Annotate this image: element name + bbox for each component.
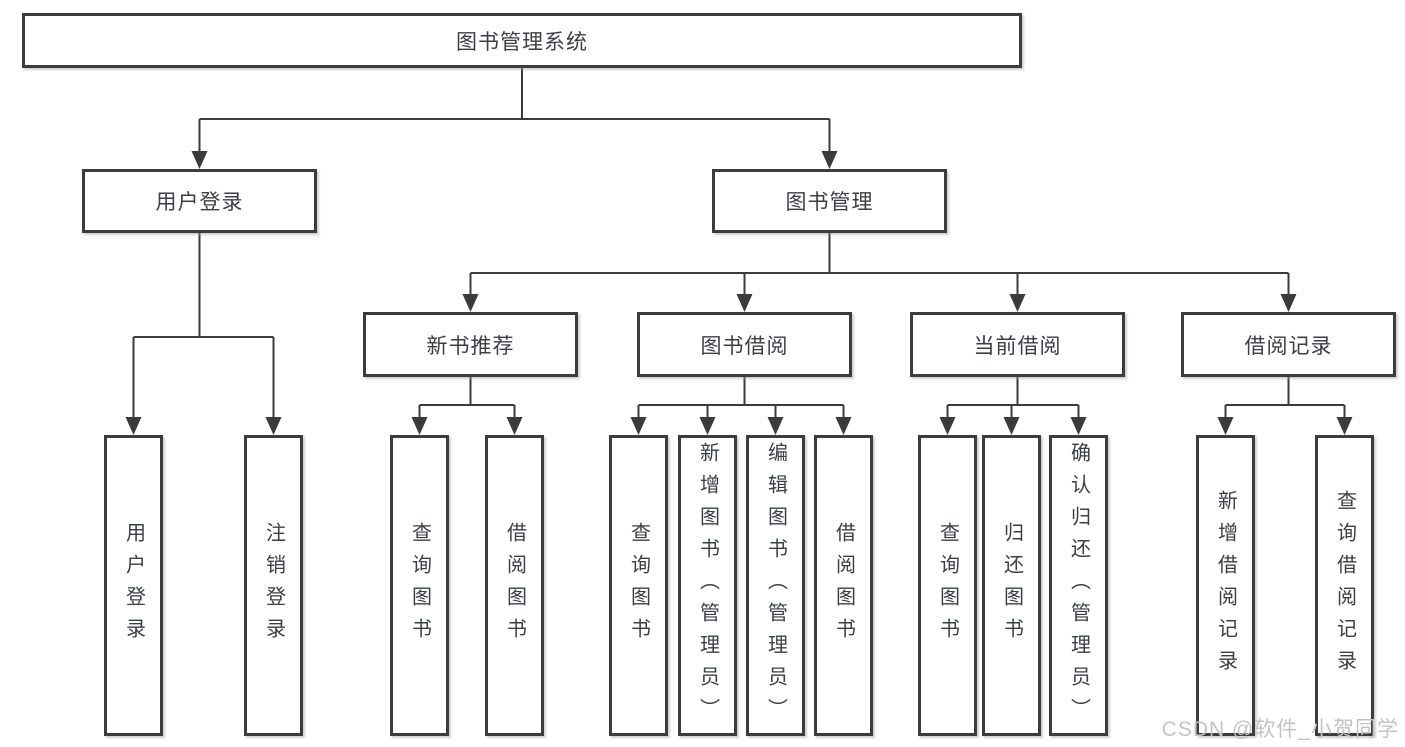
leaf-br-add-borrow-record-label: 新增借阅记录 xyxy=(1214,489,1237,682)
leaf-bb-query-book: 查询图书 xyxy=(609,435,668,736)
leaf-cb-confirm-return-admin: 确认归还（管理员） xyxy=(1049,435,1108,736)
leaf-br-query-borrow-record: 查询借阅记录 xyxy=(1315,435,1374,736)
leaf-nbr-query-book-label: 查询图书 xyxy=(408,521,431,650)
leaf-nbr-borrow-book-label: 借阅图书 xyxy=(503,521,526,650)
node-user-login: 用户登录 xyxy=(82,169,317,233)
leaf-cb-return-book: 归还图书 xyxy=(982,435,1041,736)
connector-lines xyxy=(132,68,1346,425)
node-root-label: 图书管理系统 xyxy=(456,30,588,54)
leaf-br-query-borrow-record-label: 查询借阅记录 xyxy=(1333,489,1356,682)
leaf-nbr-query-book: 查询图书 xyxy=(390,435,449,736)
leaf-cb-query-book: 查询图书 xyxy=(918,435,977,736)
node-book-borrow-label: 图书借阅 xyxy=(700,334,789,358)
leaf-bb-add-book-admin: 新增图书（管理员） xyxy=(678,435,737,736)
leaf-user-login-label: 用户登录 xyxy=(122,521,145,650)
node-current-borrow: 当前借阅 xyxy=(910,312,1125,377)
leaf-bb-edit-book-admin-label: 编辑图书（管理员） xyxy=(764,441,787,730)
leaf-bb-edit-book-admin: 编辑图书（管理员） xyxy=(746,435,805,736)
node-new-book-recommend: 新书推荐 xyxy=(363,312,578,377)
leaf-bb-borrow-book: 借阅图书 xyxy=(814,435,873,736)
leaf-user-login: 用户登录 xyxy=(104,435,163,736)
watermark: CSDN @软件_小贺同学 xyxy=(1161,718,1399,741)
leaf-nbr-borrow-book: 借阅图书 xyxy=(485,435,544,736)
node-current-borrow-label: 当前借阅 xyxy=(973,334,1062,358)
leaf-bb-query-book-label: 查询图书 xyxy=(627,521,650,650)
node-new-book-recommend-label: 新书推荐 xyxy=(426,334,515,358)
node-borrow-record: 借阅记录 xyxy=(1181,312,1396,377)
leaf-bb-add-book-admin-label: 新增图书（管理员） xyxy=(696,441,719,730)
leaf-logout: 注销登录 xyxy=(244,435,303,736)
leaf-cb-confirm-return-admin-label: 确认归还（管理员） xyxy=(1067,441,1090,730)
leaf-cb-return-book-label: 归还图书 xyxy=(1000,521,1023,650)
node-book-borrow: 图书借阅 xyxy=(637,312,852,377)
node-book-management-label: 图书管理 xyxy=(785,191,874,214)
leaf-bb-borrow-book-label: 借阅图书 xyxy=(832,521,855,650)
node-book-management: 图书管理 xyxy=(712,169,947,233)
node-root: 图书管理系统 xyxy=(22,13,1022,68)
leaf-br-add-borrow-record: 新增借阅记录 xyxy=(1196,435,1255,736)
leaf-logout-label: 注销登录 xyxy=(262,521,285,650)
node-borrow-record-label: 借阅记录 xyxy=(1244,334,1333,358)
leaf-cb-query-book-label: 查询图书 xyxy=(936,521,959,650)
node-user-login-label: 用户登录 xyxy=(155,191,244,214)
